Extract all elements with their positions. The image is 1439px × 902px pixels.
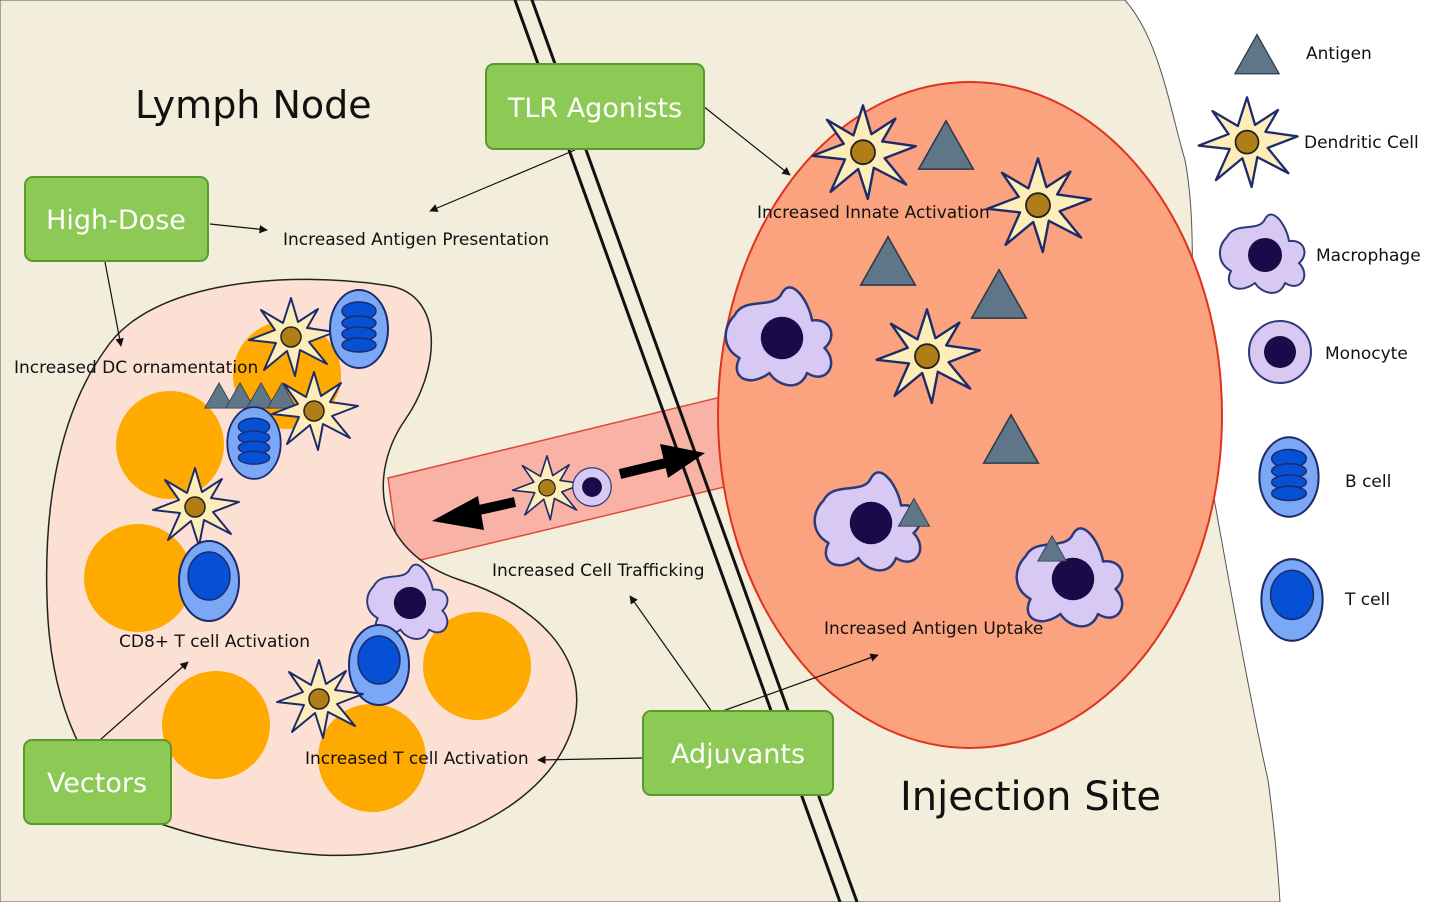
t-cell [178, 540, 240, 622]
label-cell-trafficking: Increased Cell Trafficking [492, 561, 705, 581]
arrow-tlr-to-innate [702, 105, 791, 176]
svg-text:High-Dose: High-Dose [46, 205, 186, 236]
trafficking-arrow-right [618, 444, 705, 479]
legend: Antigen Dendritic Cell Macrophage Monocy… [1197, 33, 1421, 642]
injection-site-region [717, 81, 1223, 749]
orange-cell [84, 524, 192, 632]
legend-antigen-icon [1234, 33, 1280, 75]
legend-monocyte-icon [1248, 320, 1312, 384]
orange-cell [318, 704, 426, 812]
legend-macrophage-label: Macrophage [1316, 246, 1421, 266]
legend-b-cell-label: B cell [1345, 472, 1391, 492]
trafficking-arrow-left [432, 496, 517, 530]
label-antigen-uptake: Increased Antigen Uptake [824, 619, 1043, 639]
svg-text:Vectors: Vectors [47, 768, 147, 799]
adjuvants-box: Adjuvants [642, 710, 834, 796]
arrow-highdose-to-dc [104, 261, 124, 347]
arrow-tlr-to-presentation [429, 149, 576, 212]
svg-text:TLR Agonists: TLR Agonists [507, 93, 682, 124]
legend-antigen-label: Antigen [1306, 44, 1372, 64]
label-t-cell-activation: Increased T cell Activation [305, 749, 529, 769]
label-antigen-presentation: Increased Antigen Presentation [283, 230, 549, 250]
legend-macrophage-icon [1218, 213, 1306, 294]
label-innate-activation: Increased Innate Activation [757, 203, 990, 223]
b-cell [226, 406, 282, 480]
orange-cell [162, 671, 270, 779]
label-cd8-activation: CD8+ T cell Activation [119, 632, 310, 652]
orange-cell [423, 612, 531, 720]
legend-dendritic-cell-label: Dendritic Cell [1304, 133, 1419, 153]
svg-text:Adjuvants: Adjuvants [671, 739, 805, 770]
legend-monocyte-label: Monocyte [1325, 344, 1408, 364]
lymph-node-title: Lymph Node [135, 83, 372, 127]
legend-t-cell-label: T cell [1344, 590, 1390, 610]
legend-dendritic-cell-icon [1197, 96, 1299, 189]
tlr-agonists-box: TLR Agonists [485, 63, 705, 150]
legend-t-cell-icon [1260, 558, 1324, 642]
arrow-vectors-to-cd8 [99, 661, 189, 741]
high-dose-box: High-Dose [24, 176, 209, 262]
vectors-box: Vectors [23, 739, 172, 825]
legend-b-cell-icon [1258, 436, 1320, 518]
monocyte [572, 467, 612, 507]
injection-site-title: Injection Site [900, 774, 1161, 820]
arrow-adjuvants-to-trafficking [629, 595, 713, 713]
arrow-highdose-to-presentation [209, 223, 268, 234]
arrow-adjuvants-to-tcell [537, 755, 644, 765]
b-cell [329, 289, 389, 369]
arrow-adjuvants-to-uptake [719, 653, 879, 713]
label-dc-ornamentation: Increased DC ornamentation [14, 358, 258, 378]
